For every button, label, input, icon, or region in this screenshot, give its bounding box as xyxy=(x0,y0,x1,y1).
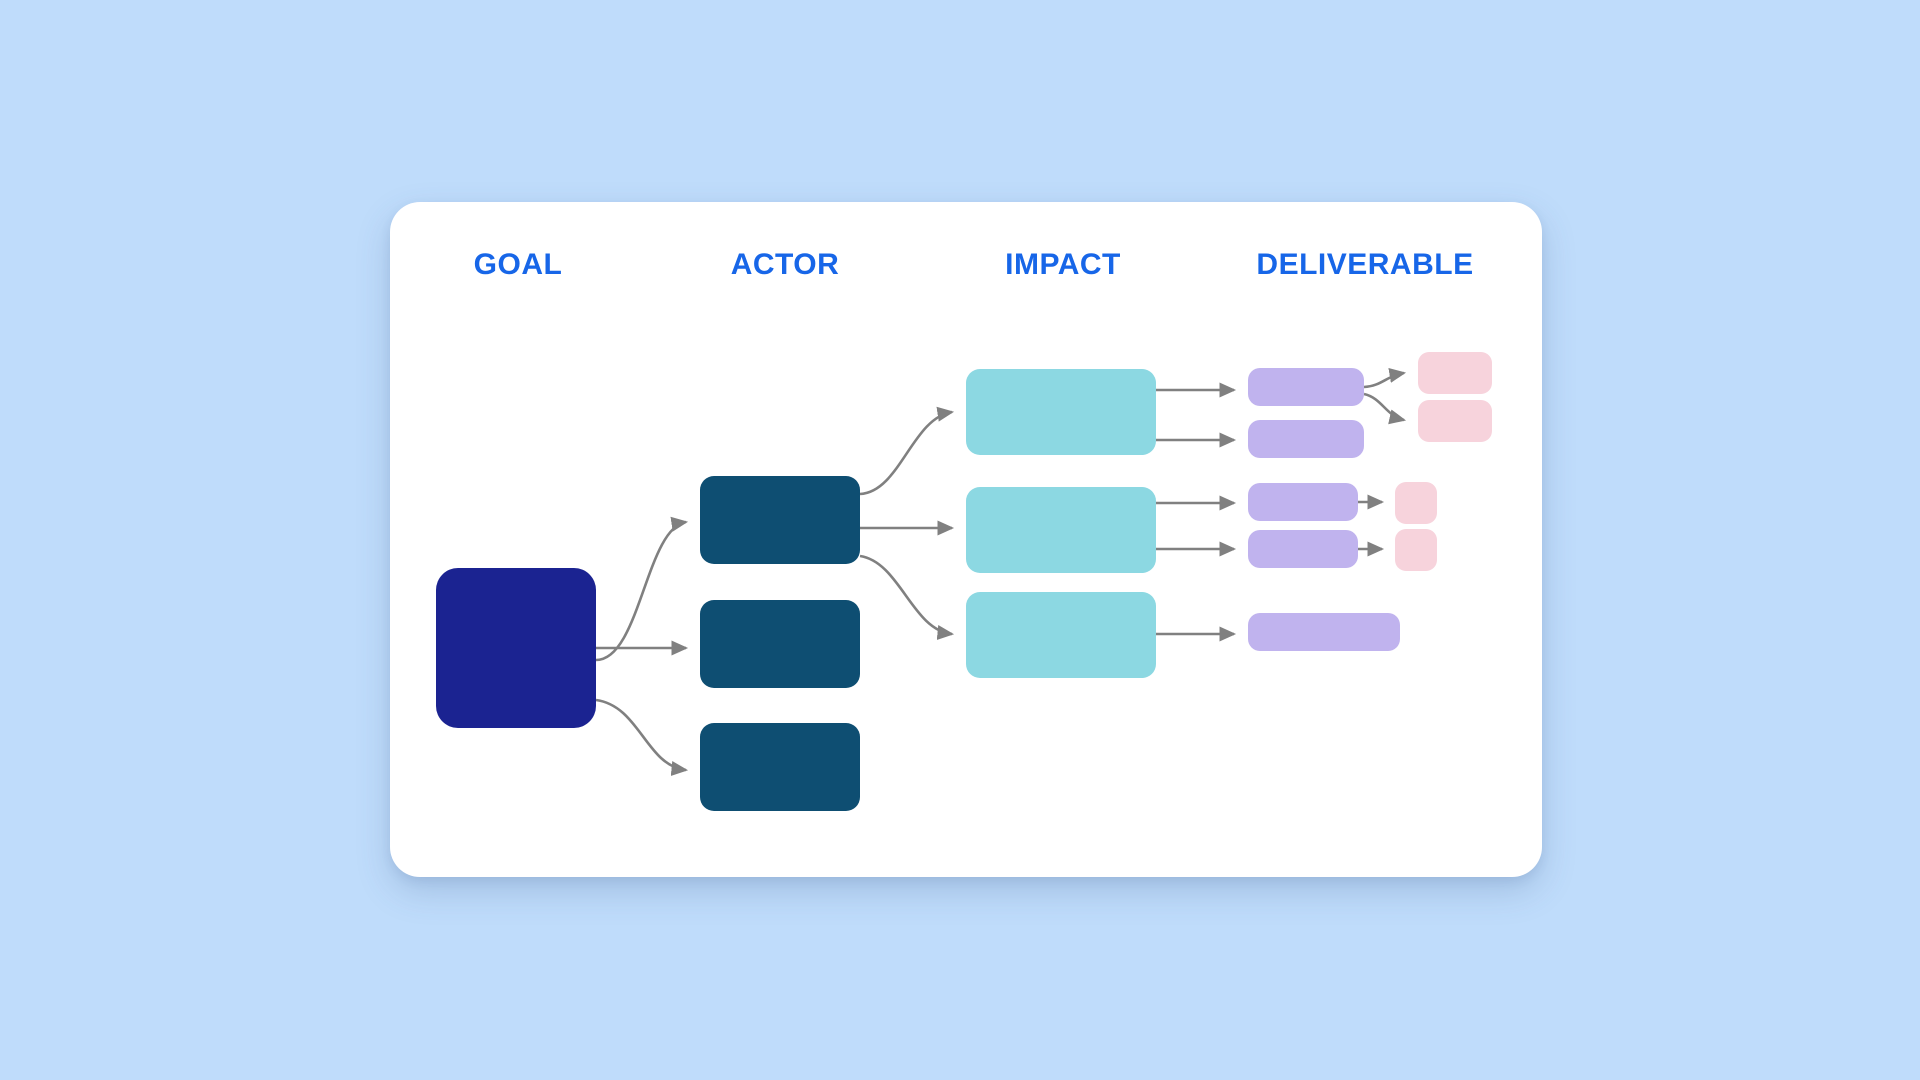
column-header-deliverable: DELIVERABLE xyxy=(1256,248,1474,281)
node-impact-1[interactable] xyxy=(966,369,1156,455)
node-sub-deliverable-2[interactable] xyxy=(1418,400,1492,442)
node-sub-deliverable-4[interactable] xyxy=(1395,529,1437,571)
node-deliverable-4[interactable] xyxy=(1248,530,1358,568)
edge-actor-1-impact-3 xyxy=(859,554,955,641)
edge-deliverable-1-sub-1 xyxy=(1363,367,1407,389)
node-impact-3[interactable] xyxy=(966,592,1156,678)
node-sub-deliverable-3[interactable] xyxy=(1395,482,1437,524)
node-actor-1[interactable] xyxy=(700,476,860,564)
edge-deliverable-1-sub-2 xyxy=(1363,392,1407,425)
edge-goal-actor-3 xyxy=(595,698,689,777)
column-header-goal: GOAL xyxy=(473,248,563,281)
edge-actor-1-impact-1 xyxy=(859,406,955,496)
node-impact-2[interactable] xyxy=(966,487,1156,573)
node-actor-3[interactable] xyxy=(700,723,860,811)
edge-goal-actor-1 xyxy=(595,516,689,662)
node-deliverable-3[interactable] xyxy=(1248,483,1358,521)
node-actor-2[interactable] xyxy=(700,600,860,688)
node-deliverable-1[interactable] xyxy=(1248,368,1364,406)
column-header-actor: ACTOR xyxy=(730,248,840,281)
node-sub-deliverable-1[interactable] xyxy=(1418,352,1492,394)
column-header-impact: IMPACT xyxy=(1005,248,1121,281)
node-deliverable-2[interactable] xyxy=(1248,420,1364,458)
node-deliverable-5[interactable] xyxy=(1248,613,1400,651)
node-goal-1[interactable] xyxy=(436,568,596,728)
